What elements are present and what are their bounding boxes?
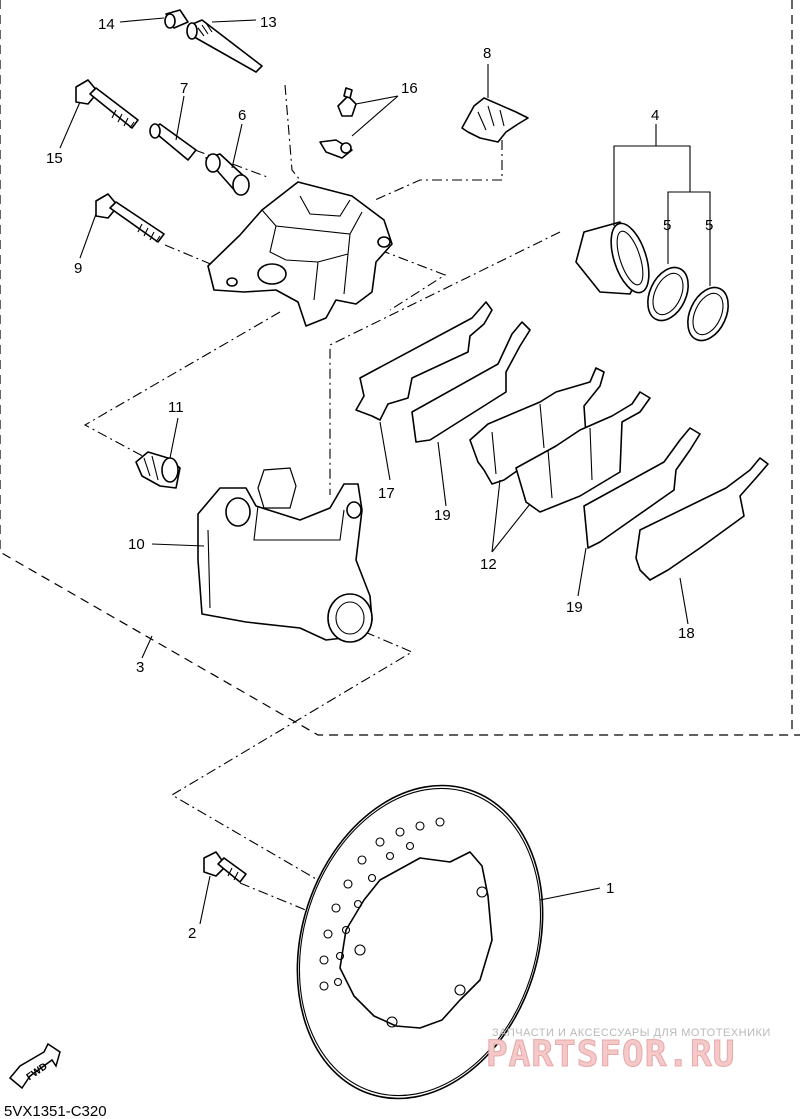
callout-17: 17 [378, 485, 395, 502]
part-15-bolt [75, 79, 139, 129]
watermark-brand: PARTSFOR.RU [486, 1034, 735, 1075]
part-5-seal-inner [687, 286, 729, 342]
disc-holes [319, 817, 445, 991]
callout-6: 6 [238, 107, 246, 124]
callout-19a: 19 [434, 507, 451, 524]
part-17-pad-shim [355, 301, 493, 421]
part-5-seal-outer [647, 266, 689, 322]
watermark: ЗАПЧАСТИ И АКСЕССУАРЫ ДЛЯ МОТОТЕХНИКИ PA… [486, 1027, 771, 1076]
part-16-bleed-screw [319, 87, 357, 159]
callout-16: 16 [401, 80, 418, 97]
part-12-brake-pad-rear [515, 391, 651, 513]
callout-3: 3 [136, 659, 144, 676]
part-1-brake-disc [296, 784, 544, 1100]
callout-4: 4 [651, 107, 659, 124]
callout-10: 10 [128, 536, 145, 553]
callout-11: 11 [168, 399, 184, 416]
part-12-brake-pad-front [469, 367, 605, 485]
fwd-arrow-icon: FWD [8, 1042, 61, 1090]
caliper-body [207, 181, 393, 327]
part-19-pad-shim-upper [411, 321, 531, 443]
callout-12: 12 [480, 556, 497, 573]
assembly-boundary [0, 0, 800, 736]
part-9-bolt [95, 193, 165, 243]
part-19-pad-shim-lower [583, 427, 701, 549]
drawing-code: 5VX1351-C320 [4, 1103, 107, 1119]
part-4-piston [575, 221, 650, 295]
callout-2: 2 [188, 925, 196, 942]
callout-labels: 14 13 8 16 7 6 4 15 5 5 9 11 17 19 10 12… [46, 14, 713, 942]
part-18-pad-shim-back [635, 457, 769, 581]
callout-7: 7 [180, 80, 188, 97]
callout-5a: 5 [663, 217, 671, 234]
watermark-tagline: ЗАПЧАСТИ И АКСЕССУАРЫ ДЛЯ МОТОТЕХНИКИ [492, 1027, 771, 1039]
part-13-pin [186, 19, 263, 73]
callout-13: 13 [260, 14, 277, 31]
callout-19b: 19 [566, 599, 583, 616]
callout-5b: 5 [705, 217, 713, 234]
part-11-boot [135, 451, 181, 489]
callout-9: 9 [74, 260, 82, 277]
callout-8: 8 [483, 45, 491, 62]
part-14-cap [164, 9, 189, 29]
part-2-disc-bolt [203, 851, 247, 883]
part-7-sleeve [149, 123, 197, 161]
callout-15: 15 [46, 150, 63, 167]
callout-18: 18 [678, 625, 695, 642]
part-10-caliper-bracket [197, 467, 373, 643]
leader-lines [59, 17, 711, 925]
callout-1: 1 [606, 880, 614, 897]
part-8-pad-spring [461, 97, 529, 143]
part-6-bushing [205, 153, 250, 196]
callout-14: 14 [98, 16, 115, 33]
